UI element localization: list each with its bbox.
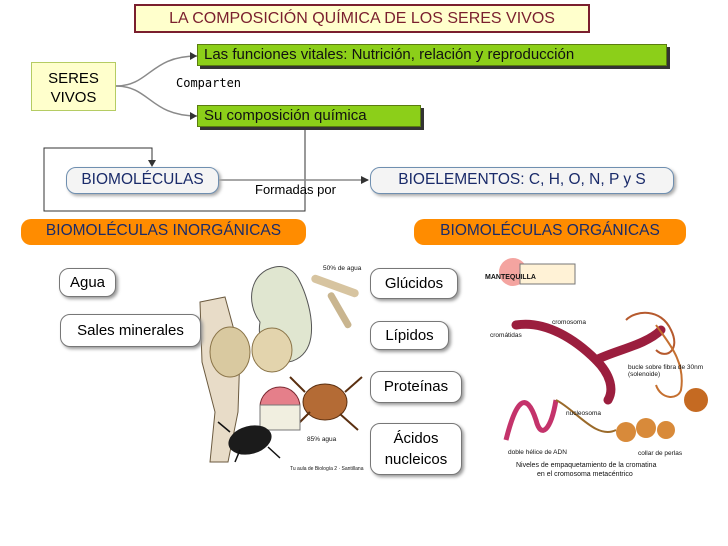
- doble-helice-label: doble hélice de ADN: [508, 449, 567, 456]
- agua-node: Agua: [59, 268, 116, 297]
- cromosoma-label: cromosoma: [552, 319, 586, 326]
- seres-vivos-node: SERES VIVOS: [31, 62, 116, 111]
- comparten-label: Comparten: [176, 76, 242, 90]
- label-50-agua: 50% de agua: [323, 265, 362, 272]
- chromatin-caption-1: Niveles de empaquetamiento de la cromati…: [516, 462, 657, 469]
- cromatidas-label: cromátidas: [490, 332, 522, 339]
- collar-label: collar de perlas: [638, 450, 683, 457]
- biomoleculas-organicas-node: BIOMOLÉCULAS ORGÁNICAS: [414, 219, 686, 245]
- nucleosoma-label: nucleosoma: [566, 410, 602, 417]
- mantequilla-label: MANTEQUILLA: [485, 274, 536, 281]
- funciones-vitales-node: Las funciones vitales: Nutrición, relaci…: [197, 44, 667, 66]
- page-title: LA COMPOSICIÓN QUÍMICA DE LOS SERES VIVO…: [134, 4, 590, 33]
- biomoleculas-node: BIOMOLÉCULAS: [66, 167, 219, 194]
- proteinas-node: Proteínas: [370, 371, 462, 403]
- bucle-label: bucle sobre fibra de 30nm (solenoide): [628, 364, 704, 378]
- glucidos-node: Glúcidos: [370, 268, 458, 299]
- biomoleculas-inorganicas-node: BIOMOLÉCULAS INORGÁNICAS: [21, 219, 306, 245]
- organisms-illustration: [199, 266, 363, 463]
- chromatin-illustration: [503, 311, 708, 442]
- bioelementos-node: BIOELEMENTOS: C, H, O, N, P y S: [370, 167, 674, 194]
- acidos-nucleicos-node: Ácidos nucleicos: [370, 423, 462, 475]
- formadas-por-label: Formadas por: [255, 182, 336, 197]
- composicion-quimica-node: Su composición química: [197, 105, 421, 127]
- illustration-credit: Tu aula de Biología 2 · Santillana: [290, 466, 364, 472]
- lipidos-node: Lípidos: [370, 321, 449, 350]
- sales-minerales-node: Sales minerales: [60, 314, 201, 347]
- butter-illustration: [499, 258, 576, 286]
- chromatin-caption-2: en el cromosoma metacéntrico: [537, 471, 633, 478]
- label-85-agua: 85% agua: [307, 436, 337, 443]
